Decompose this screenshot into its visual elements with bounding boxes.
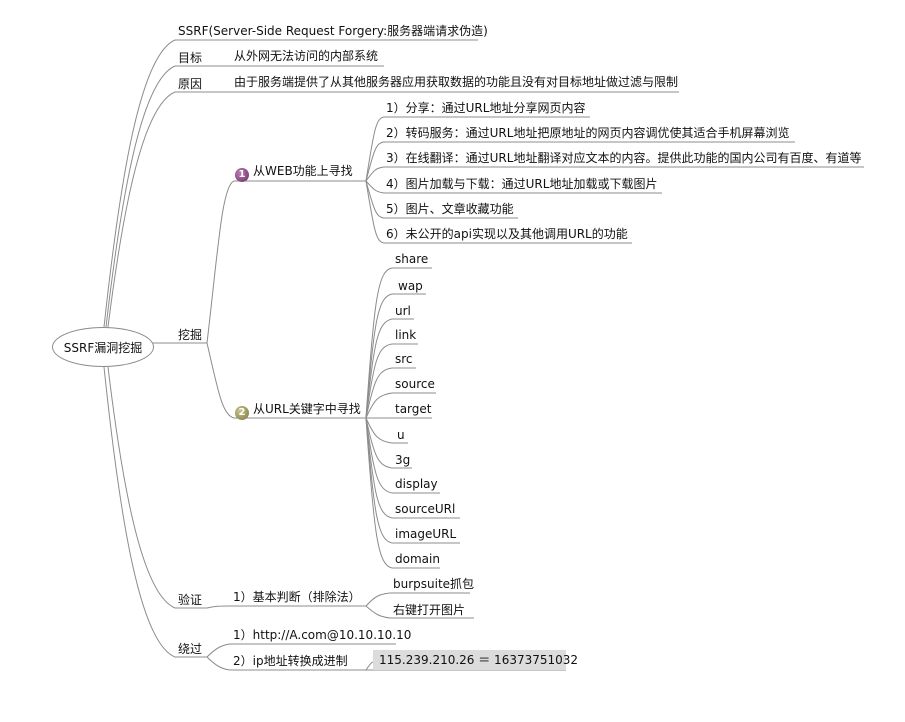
- keywords-branch[interactable]: 2 从URL关键字中寻找: [235, 401, 361, 420]
- keyword-item[interactable]: url: [395, 304, 411, 318]
- keyword-item[interactable]: 3g: [395, 453, 411, 467]
- web-item[interactable]: 1）分享：通过URL地址分享网页内容: [386, 101, 586, 115]
- bypass-node[interactable]: 绕过: [178, 642, 203, 656]
- web-item[interactable]: 2）转码服务：通过URL地址把原地址的网页内容调优使其适合手机屏幕浏览: [386, 126, 790, 140]
- web-branch-label: 从WEB功能上寻找: [253, 164, 353, 178]
- keyword-item[interactable]: target: [395, 402, 432, 416]
- number-2-icon: 2: [235, 406, 249, 420]
- link-bypass: [103, 366, 176, 658]
- root-label: SSRF漏洞挖掘: [63, 340, 143, 355]
- cause-text[interactable]: 由于服务端提供了从其他服务器应用获取数据的功能且没有对目标地址做过滤与限制: [234, 75, 679, 89]
- verify-item[interactable]: 右键打开图片: [393, 603, 466, 617]
- keyword-item[interactable]: imageURL: [395, 527, 457, 541]
- web-item[interactable]: 6）未公开的api实现以及其他调用URL的功能: [386, 227, 628, 241]
- keyword-item[interactable]: domain: [395, 552, 440, 566]
- link-web: [206, 180, 235, 344]
- keyword-item[interactable]: source: [395, 377, 435, 391]
- link-cause: [107, 91, 176, 328]
- definition-node[interactable]: SSRF(Server-Side Request Forgery:服务器端请求伪…: [178, 24, 488, 38]
- keyword-item[interactable]: src: [395, 352, 413, 366]
- keyword-item[interactable]: u: [397, 428, 405, 442]
- bypass-example[interactable]: 115.239.210.26 ＝ 16373751032: [379, 653, 579, 667]
- link-goal: [105, 65, 176, 328]
- root-node[interactable]: SSRF漏洞挖掘: [52, 327, 154, 367]
- link-keywords: [206, 342, 235, 419]
- goal-text[interactable]: 从外网无法访问的内部系统: [234, 49, 379, 63]
- keyword-item[interactable]: sourceURl: [395, 502, 456, 516]
- bypass-item[interactable]: 2）ip地址转换成进制: [233, 654, 348, 668]
- bypass-item[interactable]: 1）http://A.com@10.10.10.10: [233, 628, 412, 642]
- verify-node[interactable]: 验证: [178, 593, 203, 607]
- link-verify: [107, 366, 176, 609]
- keyword-item[interactable]: link: [395, 328, 417, 342]
- web-item[interactable]: 4）图片加载与下载：通过URL地址加载或下载图片: [386, 177, 658, 191]
- bypass-example-box: [373, 650, 566, 670]
- number-1-icon: 1: [235, 168, 249, 182]
- mining-node[interactable]: 挖掘: [178, 328, 203, 342]
- keywords-branch-label: 从URL关键字中寻找: [253, 402, 361, 416]
- keyword-item[interactable]: wap: [398, 279, 423, 293]
- verify-basic[interactable]: 1）基本判断（排除法）: [233, 590, 361, 604]
- keyword-item[interactable]: share: [395, 252, 429, 266]
- keyword-item[interactable]: display: [395, 477, 438, 491]
- web-item[interactable]: 5）图片、文章收藏功能: [386, 202, 514, 216]
- goal-node[interactable]: 目标: [178, 51, 203, 65]
- web-item[interactable]: 3）在线翻译：通过URL地址翻译对应文本的内容。提供此功能的国内公司有百度、有道…: [386, 151, 862, 165]
- verify-item[interactable]: burpsuite抓包: [393, 577, 475, 591]
- cause-node[interactable]: 原因: [178, 77, 203, 91]
- web-branch[interactable]: 1 从WEB功能上寻找: [235, 163, 353, 182]
- link-definition: [103, 39, 176, 328]
